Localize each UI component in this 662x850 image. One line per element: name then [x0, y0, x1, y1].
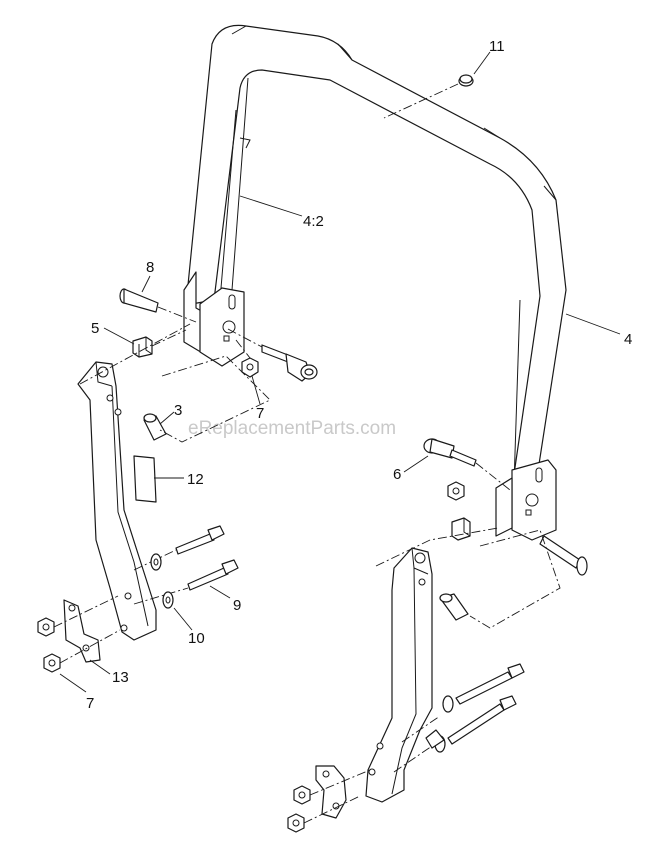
callout-7-upper: 7: [256, 405, 264, 422]
nuts-right-lower: [287, 769, 371, 833]
left-upright-support: [77, 361, 157, 641]
bolt-part-6-lower: [423, 438, 511, 491]
watermark: eReplacementParts.com: [188, 418, 396, 439]
bolt-part-8: [119, 288, 197, 323]
bolt-right-lower: [539, 535, 588, 576]
callout-10: 10: [188, 630, 205, 647]
cap-part-11: [383, 74, 474, 119]
bolt-part-6-upper: [227, 328, 318, 382]
right-upright-support: [365, 547, 433, 803]
callout-13: 13: [112, 669, 129, 686]
callout-9: 9: [233, 597, 241, 614]
plate-part-13-left: [63, 599, 101, 663]
nut-part-7-lower-left: [37, 595, 121, 673]
spacer-right: [439, 593, 469, 621]
plate-right: [315, 765, 347, 819]
decal-part-12: [133, 455, 157, 503]
bolts-right: [393, 663, 525, 773]
bolts-part-9-left: [133, 525, 239, 605]
callout-3: 3: [174, 402, 182, 419]
callout-8: 8: [146, 259, 154, 276]
callout-6: 6: [393, 466, 401, 483]
roll-bar-left-bracket: [183, 271, 245, 367]
callout-4-2: 4:2: [303, 213, 324, 230]
callout-7-lower: 7: [86, 695, 94, 712]
nut-right: [447, 481, 465, 501]
spacer-part-3-left: [143, 413, 167, 441]
washers-part-10-left: [150, 553, 174, 609]
roll-bar-right-bracket: [495, 459, 557, 541]
callout-11: 11: [489, 38, 505, 55]
leader-lines: [59, 51, 621, 693]
clip-right: [451, 517, 471, 541]
callout-4: 4: [624, 331, 632, 348]
callout-12: 12: [187, 471, 204, 488]
roll-bar: [185, 24, 567, 491]
nut-part-7-upper: [235, 339, 259, 378]
callout-5: 5: [91, 320, 99, 337]
clip-part-5: [132, 329, 187, 358]
